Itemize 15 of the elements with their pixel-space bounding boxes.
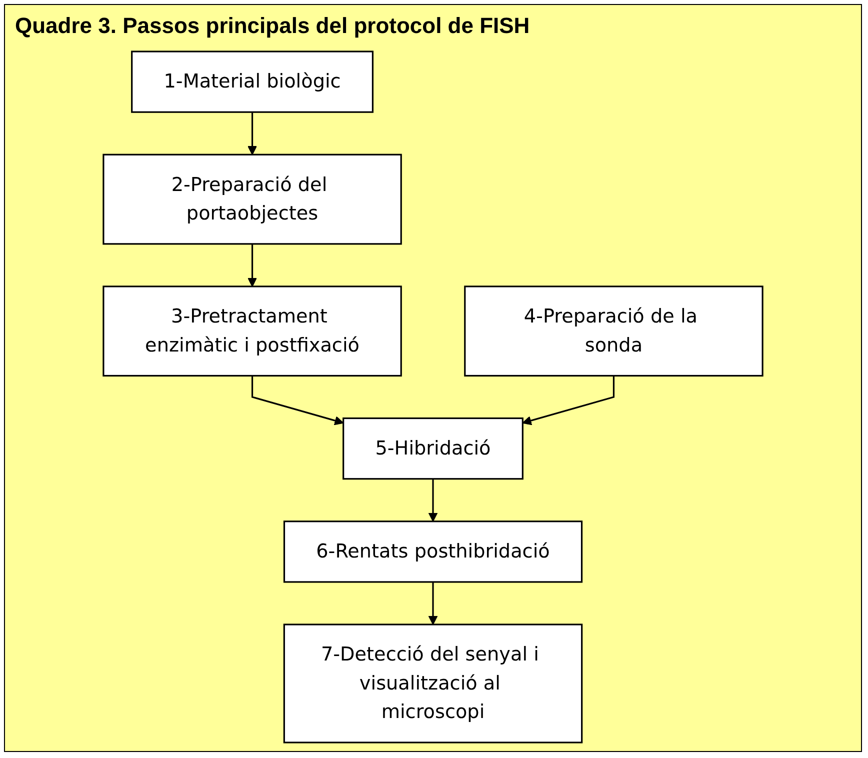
node-box <box>464 286 764 377</box>
node-box <box>102 286 402 377</box>
node-box <box>283 520 583 583</box>
arrow <box>428 582 438 625</box>
arrow <box>428 478 438 522</box>
arrow <box>251 376 344 426</box>
arrow <box>248 112 257 156</box>
arrow <box>248 244 257 287</box>
panel-background: Quadre 3. Passos principals del protocol de FISH 1-Material biològic 2-Preparació del portaobjectes 3-Pretractament enzimàtic i postfixació 4-Preparació de la sonda 5-Hibridació 6-Rentats posthibridació 7-Detecció del senyal i visualització al microscopi <box>4 4 862 752</box>
diagram-title: Quadre 3. Passos principals del protocol de FISH <box>15 13 531 39</box>
node-box <box>102 154 402 245</box>
arrow <box>522 376 615 426</box>
node-box <box>342 417 524 480</box>
node-box <box>283 624 583 744</box>
node-box <box>131 50 374 113</box>
